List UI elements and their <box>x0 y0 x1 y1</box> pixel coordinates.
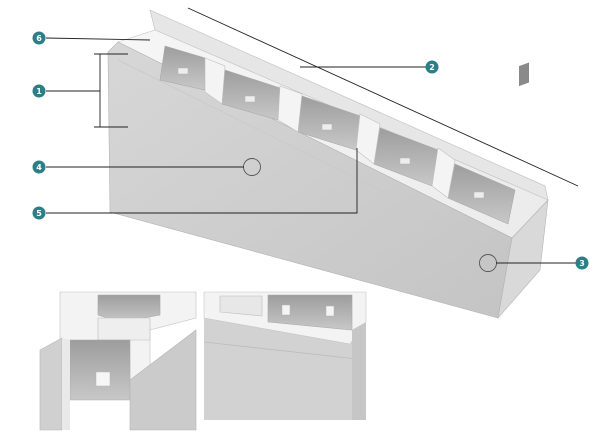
block-notches <box>177 67 485 199</box>
detail-closeup-end <box>352 322 366 420</box>
block-end-face <box>497 199 549 320</box>
detail-closeup-edge <box>203 341 367 361</box>
callout-number-5: 5 <box>36 209 42 218</box>
marker-dot <box>425 60 439 74</box>
marker-dot <box>575 256 589 270</box>
leader-lines <box>45 7 579 264</box>
marker-dot <box>32 84 46 98</box>
callout-number-4: 4 <box>36 163 42 172</box>
detail-closeup-notch <box>281 304 291 316</box>
callout-number-1: 1 <box>36 87 42 96</box>
block-web <box>204 57 226 105</box>
leader-line-6 <box>45 37 151 41</box>
detail-view-corner <box>36 291 197 431</box>
leader-line-2-diagonal <box>187 7 579 187</box>
leader-line-5 <box>46 148 358 214</box>
block-web <box>277 85 303 133</box>
block-end-tongue <box>519 62 529 87</box>
callout-marker-4: 4 <box>32 160 46 174</box>
detail-closeup-rail <box>219 295 263 317</box>
block-notch <box>473 191 485 199</box>
callout-number-3: 3 <box>579 259 585 268</box>
block-web <box>355 113 381 165</box>
detail-corner-cavity-lower <box>69 339 131 401</box>
marker-dot <box>32 31 46 45</box>
block-web <box>431 147 456 199</box>
callout-marker-1: 1 <box>32 84 46 98</box>
block-notch <box>399 157 411 165</box>
detail-corner-rim <box>62 338 70 430</box>
front-edge-highlight <box>117 59 506 253</box>
callout-number-6: 6 <box>36 34 42 43</box>
block-notch <box>321 123 333 131</box>
callout-markers: 6 1 2 4 5 3 <box>32 31 589 270</box>
callout-marker-3: 3 <box>575 256 589 270</box>
marker-dot <box>32 160 46 174</box>
detail-corner-front-face <box>39 337 63 431</box>
block-notch <box>244 95 256 103</box>
callout-marker-5: 5 <box>32 206 46 220</box>
block-notch <box>177 67 189 75</box>
block-webs <box>204 57 456 199</box>
callout-marker-2: 2 <box>425 60 439 74</box>
callout-marker-6: 6 <box>32 31 46 45</box>
marker-dot <box>32 206 46 220</box>
detail-corner-notch <box>95 371 111 387</box>
detail-corner-web <box>97 317 151 341</box>
detail-closeup-notch <box>325 305 335 317</box>
detail-corner-right-face <box>129 329 197 431</box>
detail-view-closeup <box>203 291 367 420</box>
callout-number-2: 2 <box>429 63 435 72</box>
icf-block-main <box>107 9 549 320</box>
